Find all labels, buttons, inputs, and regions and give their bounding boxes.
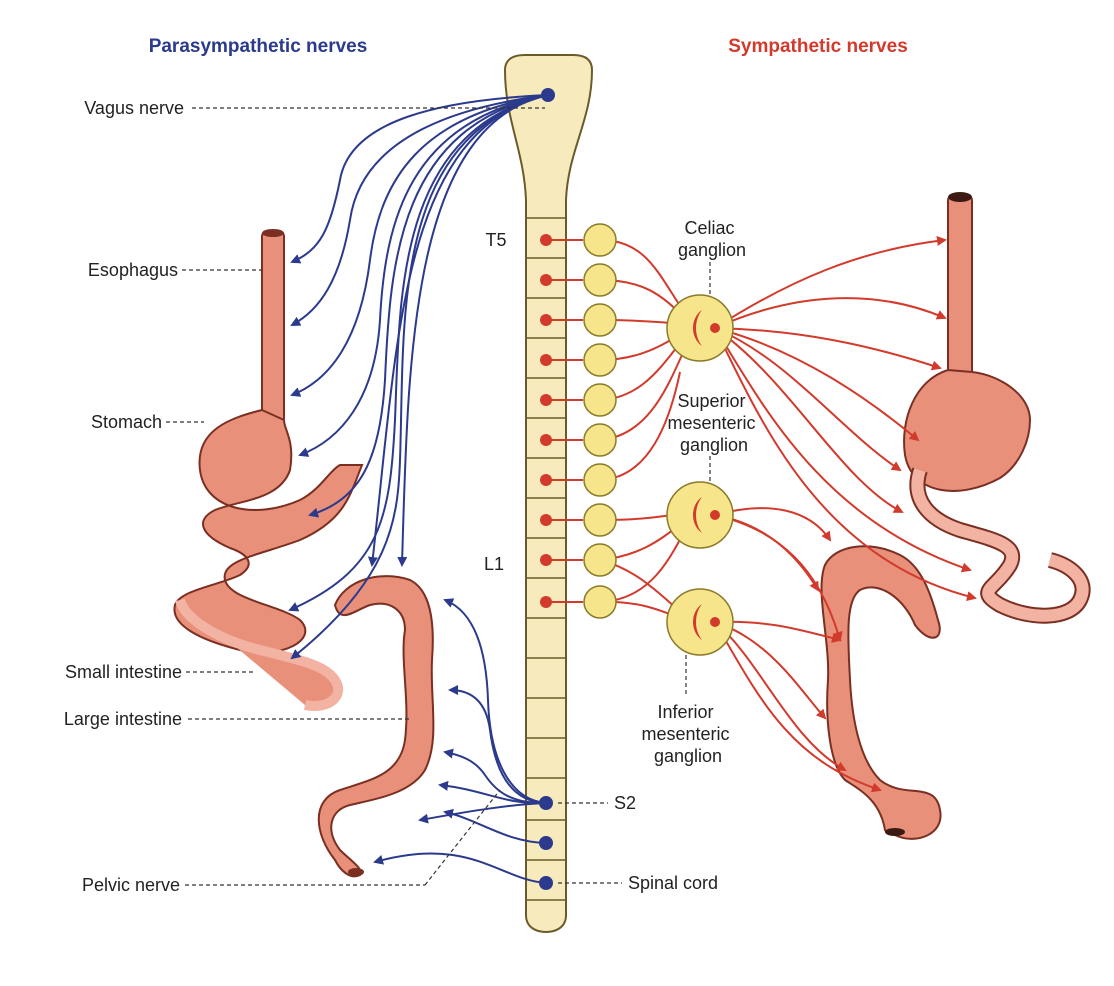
- inferior-mesenteric-ganglion-label-line-2: mesenteric: [641, 724, 729, 744]
- superior-mesenteric-ganglion: [667, 482, 733, 548]
- celiac-ganglion-label-line-1: Celiac: [684, 218, 734, 238]
- sympathetic-chain-ganglia: [584, 224, 616, 618]
- right-large-intestine: [822, 546, 941, 839]
- inferior-mesenteric-ganglion: [667, 589, 733, 655]
- superior-mesenteric-ganglion-label: Superior mesenteric ganglion: [667, 391, 760, 455]
- s2-label: S2: [614, 793, 636, 813]
- inferior-mesenteric-ganglion-label-line-1: Inferior: [657, 702, 713, 722]
- l1-label: L1: [484, 554, 504, 574]
- superior-mesenteric-ganglion-label-line-1: Superior: [677, 391, 745, 411]
- right-esophagus-stomach-small-intestine: [904, 192, 1083, 616]
- celiac-ganglion-label-line-2: ganglion: [678, 240, 746, 260]
- esophagus-label: Esophagus: [88, 260, 178, 280]
- inferior-mesenteric-ganglion-label-line-3: ganglion: [654, 746, 722, 766]
- pelvic-nerve-label: Pelvic nerve: [82, 875, 180, 895]
- stomach-label: Stomach: [91, 412, 162, 432]
- superior-mesenteric-ganglion-label-line-2: mesenteric: [667, 413, 755, 433]
- small-intestine-label: Small intestine: [65, 662, 182, 682]
- inferior-mesenteric-ganglion-label: Inferior mesenteric ganglion: [641, 702, 734, 766]
- vagus-nerve-fibers: [290, 95, 548, 658]
- large-intestine-label: Large intestine: [64, 709, 182, 729]
- celiac-ganglion: [667, 295, 733, 361]
- left-large-intestine: [319, 576, 434, 876]
- t5-label: T5: [485, 230, 506, 250]
- parasympathetic-header: Parasympathetic nerves: [149, 36, 368, 57]
- superior-mesenteric-ganglion-label-line-3: ganglion: [680, 435, 748, 455]
- spinal-cord-label: Spinal cord: [628, 873, 718, 893]
- sympathetic-header: Sympathetic nerves: [728, 36, 908, 57]
- vagus-nerve-label: Vagus nerve: [84, 98, 184, 118]
- left-esophagus-stomach-small-intestine: [174, 229, 362, 706]
- celiac-ganglion-label: Celiac ganglion: [678, 218, 746, 260]
